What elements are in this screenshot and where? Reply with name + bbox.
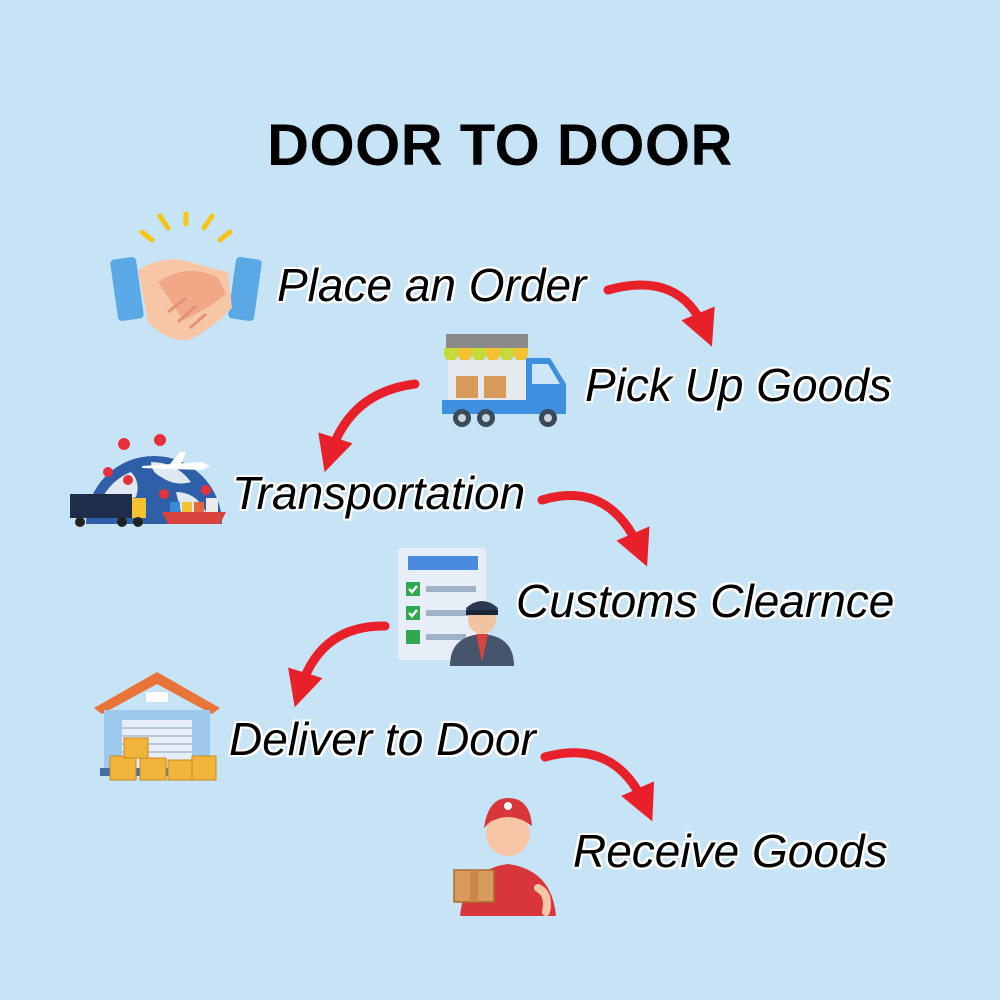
step-pick-up-goods: Pick Up Goods [585, 359, 892, 411]
delivery-truck-icon [442, 334, 566, 427]
handshake-icon [110, 212, 262, 341]
warehouse-icon [94, 672, 220, 781]
step-receive-goods: Receive Goods [573, 825, 888, 877]
step-place-order: Place an Order [277, 259, 587, 311]
arrow-2 [318, 379, 420, 473]
arrow-5 [540, 748, 655, 822]
step-deliver-to-door: Deliver to Door [229, 713, 536, 765]
step-transportation: Transportation [232, 467, 526, 519]
customs-officer-icon [398, 548, 514, 666]
global-transport-icon [70, 434, 226, 527]
delivery-man-icon [453, 798, 556, 916]
arrow-1 [603, 280, 715, 347]
page-title: DOOR TO DOOR [267, 113, 733, 178]
arrow-3 [537, 491, 650, 567]
arrow-4 [288, 621, 390, 708]
step-customs-clearance: Customs Clearnce [516, 575, 895, 627]
